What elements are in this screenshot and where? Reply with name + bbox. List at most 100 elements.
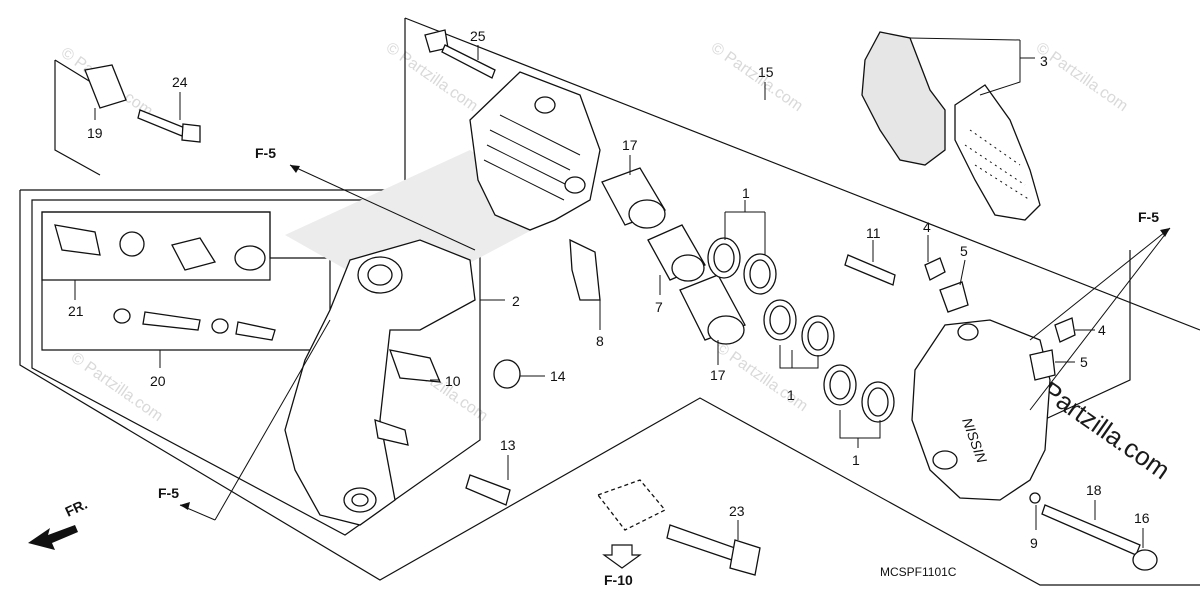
callout-24: 24 [172, 74, 188, 90]
bracket-pin [374, 419, 409, 446]
caliper-main-port [932, 450, 958, 470]
frame-21 [41, 211, 271, 281]
leader [724, 200, 766, 255]
watermark: © Partzilla.com [1033, 39, 1131, 115]
part-20-nut [113, 308, 131, 324]
ref-arrow-line [1029, 227, 1171, 411]
pin-11 [844, 254, 896, 286]
callout-25: 25 [470, 28, 486, 44]
ref-f10: F-10 [604, 572, 633, 588]
caliper-main: NISSIN [911, 319, 1051, 501]
part-21-boot [171, 237, 217, 271]
callout-4: 4 [1098, 322, 1106, 338]
bracket-bore-inner [367, 264, 393, 286]
callout-4: 4 [923, 219, 931, 235]
bracket-mount-inner [351, 493, 369, 507]
callout-15: 15 [758, 64, 774, 80]
callout-16: 16 [1134, 510, 1150, 526]
ref-f5: F-5 [1138, 209, 1159, 225]
part-20-washer [211, 318, 229, 334]
hardware [54, 29, 1158, 576]
callout-5: 5 [1080, 354, 1088, 370]
callout-10: 10 [445, 373, 461, 389]
callout-23: 23 [729, 503, 745, 519]
ref-arrow-line [214, 319, 331, 521]
caliper-hole [564, 176, 586, 194]
valve-13 [465, 474, 511, 506]
sleeve-23 [596, 479, 667, 531]
callout-14: 14 [550, 368, 566, 384]
bolt-25-shank [441, 44, 496, 79]
callout-7: 7 [655, 299, 663, 315]
callout-19: 19 [87, 125, 103, 141]
pad-a [861, 31, 946, 166]
diagram-code: MCSPF1101C [880, 565, 957, 579]
part-20-spring [235, 321, 276, 341]
leader [959, 259, 966, 286]
ref-f5: F-5 [255, 145, 276, 161]
sleeve-7-end [671, 254, 705, 282]
boot-14 [493, 359, 521, 389]
clip-10 [389, 349, 442, 383]
leader [74, 280, 161, 368]
ref-arrow-head [1160, 228, 1170, 237]
callout-18: 18 [1086, 482, 1102, 498]
plug-16 [1132, 549, 1158, 571]
caliper-main-port [957, 323, 979, 341]
callout-9: 9 [1030, 535, 1038, 551]
part-20-pin [142, 311, 201, 331]
cap-5-top [939, 281, 969, 313]
seal-inner [829, 370, 851, 400]
callout-20: 20 [150, 373, 166, 389]
callout-21: 21 [68, 303, 84, 319]
front-marker: FR. [63, 496, 90, 520]
callout-8: 8 [596, 333, 604, 349]
sleeve-17-bottom-end [707, 315, 745, 345]
boot-19 [84, 64, 127, 109]
seal-inner [807, 321, 829, 351]
ref-arrow-head [180, 502, 190, 510]
seal-inner [713, 243, 735, 273]
frame-19 [54, 60, 101, 176]
callout-5: 5 [960, 243, 968, 259]
callout-13: 13 [500, 437, 516, 453]
bolt-24-head [181, 123, 201, 143]
callout-11: 11 [866, 225, 881, 241]
watermark-large: Partzilla.com [1037, 375, 1176, 485]
callouts: 1 1 1 2 3 4 4 5 5 7 8 9 10 11 13 14 15 1… [68, 28, 1150, 551]
frame-line [19, 190, 1200, 586]
bleeder-4-right [1054, 317, 1076, 343]
seals [707, 237, 895, 423]
ref-arrow-line [289, 164, 476, 251]
callout-17: 17 [622, 137, 638, 153]
spring-8 [569, 238, 601, 301]
part-21-ring [234, 245, 266, 271]
caliper-hole [534, 96, 556, 114]
caliper-bracket [284, 239, 476, 526]
pin-18 [1041, 504, 1141, 556]
watermark: © Partzilla.com [713, 339, 811, 415]
brake-pads [861, 31, 1041, 221]
callout-2: 2 [512, 293, 520, 309]
watermark: © Partzilla.com [708, 39, 806, 115]
callout-1: 1 [787, 387, 795, 403]
frame-line [404, 17, 1200, 331]
bolt-23-shank [666, 524, 736, 561]
sleeve-17-top-end [628, 199, 666, 229]
leader [839, 410, 881, 448]
callout-17: 17 [710, 367, 726, 383]
front-arrow-icon [28, 525, 78, 550]
ref-arrow-f10 [602, 544, 642, 569]
callout-3: 3 [1040, 53, 1048, 69]
pad-b-holes [964, 129, 1031, 201]
caliper-fins [483, 114, 581, 201]
bolt-24-shank [137, 109, 186, 137]
part-21-bracket [54, 224, 101, 256]
frames [19, 17, 1200, 586]
leader [909, 37, 1035, 96]
cap-5-right [1029, 349, 1056, 381]
washer-9 [1029, 492, 1041, 504]
seal-inner [867, 387, 889, 417]
bracket-body [284, 239, 476, 526]
